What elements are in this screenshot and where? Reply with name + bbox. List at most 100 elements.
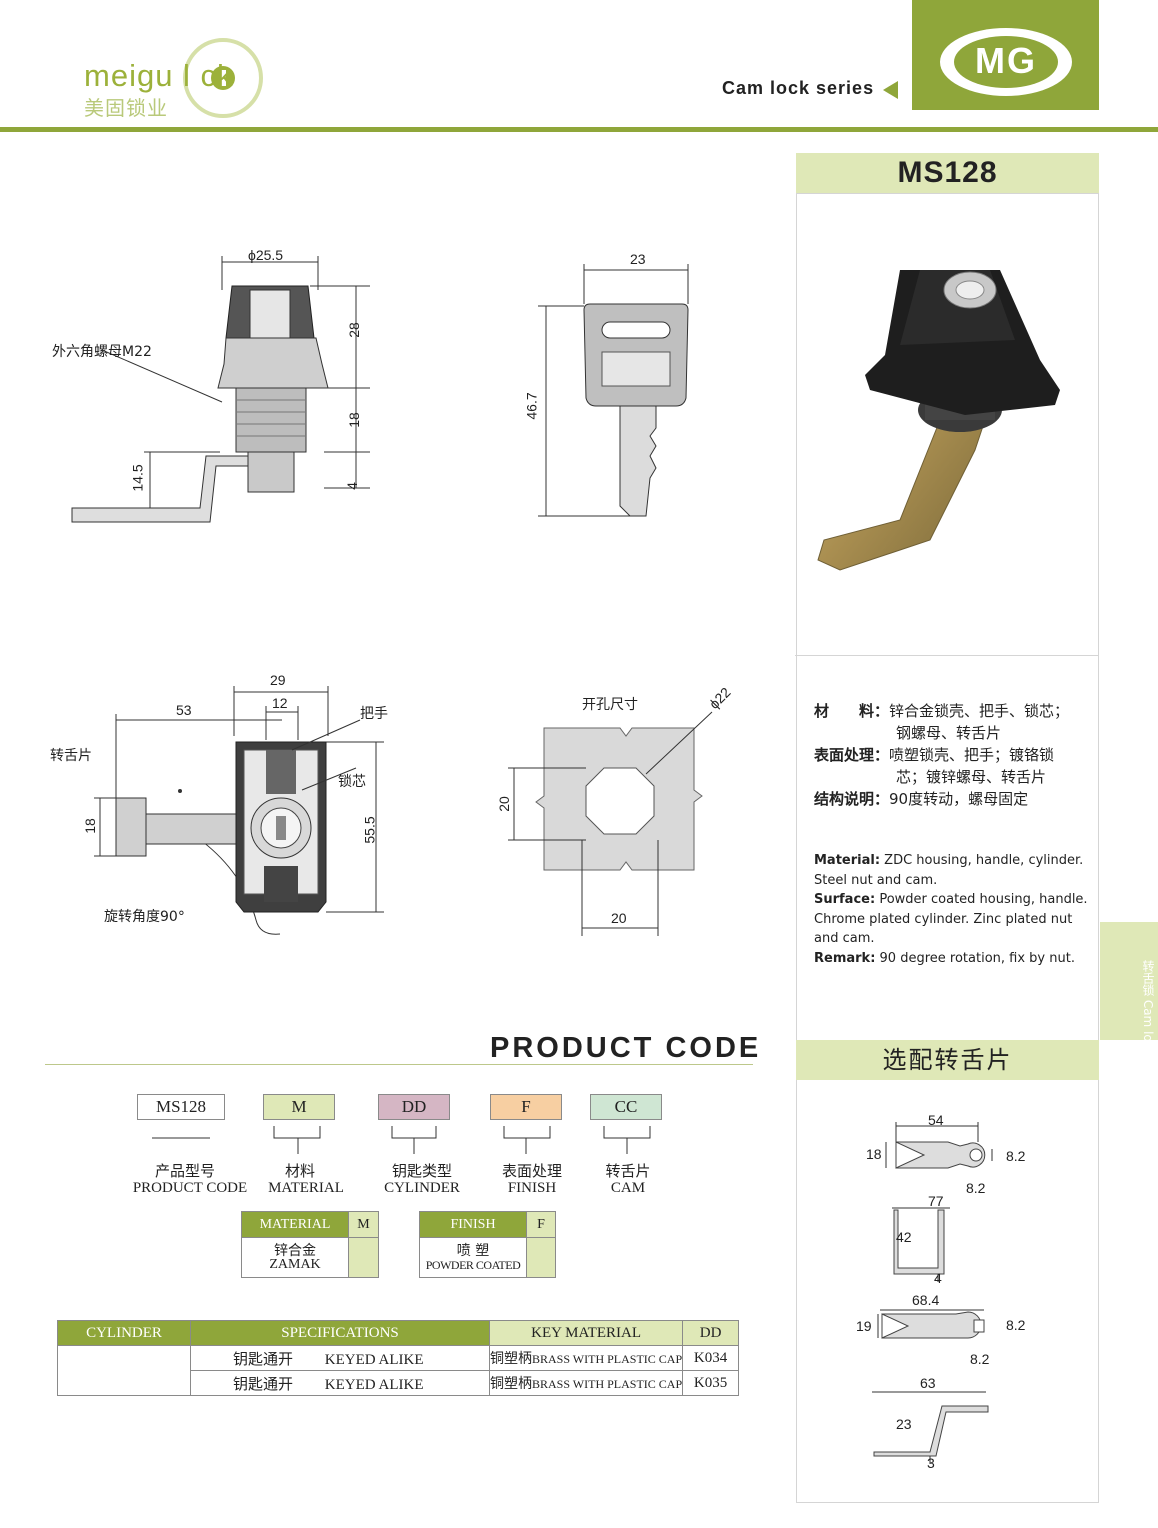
material-table-code: M [348, 1211, 379, 1238]
cam1-height: 18 [866, 1146, 882, 1162]
cam4-height: 23 [896, 1416, 912, 1432]
cam3-hole: 8.2 [1006, 1317, 1026, 1333]
code-cylinder-en: CYLINDER [384, 1180, 460, 1196]
side-tab [1100, 922, 1158, 1040]
spec-en-line-3: Surface: Powder coated housing, handle. [814, 892, 1088, 907]
cam1-hole: 8.2 [1006, 1148, 1026, 1164]
cam1-hole-2: 8.2 [966, 1180, 986, 1196]
dim-diameter: ϕ25.5 [248, 247, 284, 263]
cutout-drawing [508, 711, 713, 936]
spec-en-line-1: Material: ZDC housing, handle, cylinder. [814, 853, 1084, 868]
code-model: MS128 [137, 1094, 225, 1120]
cam4-thickness: 3 [927, 1455, 935, 1471]
side-tab-label: 转舌锁 Cam lock [1141, 960, 1155, 1056]
series-title: Cam lock series [722, 78, 875, 98]
code-cam: CC [590, 1094, 662, 1120]
table-row: 钥匙通开 KEYED ALIKE 铜塑柄BRASS WITH PLASTIC C… [57, 1345, 739, 1396]
spec-cell: 钥匙通开 KEYED ALIKE [190, 1370, 490, 1396]
dd-code-cell: K035 [682, 1370, 739, 1396]
handle-label: 把手 [360, 706, 388, 722]
cam2-height: 42 [896, 1229, 912, 1245]
code-finish-en: FINISH [507, 1180, 557, 1196]
code-cam-cn: 转舌片 [605, 1162, 651, 1180]
key-length: 46.7 [523, 392, 540, 420]
panel-divider [795, 655, 1098, 656]
cam3-hole-2: 8.2 [970, 1351, 990, 1367]
spec-cn-line-2: 钢螺母、转舌片 [896, 724, 1002, 742]
cylinder-cell [57, 1345, 191, 1396]
cam-label: 转舌片 [50, 748, 92, 764]
finish-table-header: FINISH [419, 1211, 527, 1238]
key-material-cell: 铜塑柄BRASS WITH PLASTIC CAP [488, 1345, 684, 1371]
brand-badge-box: MG [912, 0, 1099, 110]
header-rule [0, 127, 1158, 132]
rotation-label: 旋转角度90° [104, 909, 185, 925]
dim-18-front: 18 [81, 818, 98, 834]
code-cylinder: DD [378, 1094, 450, 1120]
key-material-cell: 铜塑柄BRASS WITH PLASTIC CAP [488, 1370, 684, 1396]
dd-col-header: DD [682, 1320, 739, 1346]
cutout-title: 开孔尺寸 [582, 697, 638, 713]
spec-cell: 钥匙通开 KEYED ALIKE [190, 1345, 490, 1371]
cam-option-4 [872, 1391, 989, 1464]
table-row: 钥匙通开 KEYED ALIKE 铜塑柄BRASS WITH PLASTIC C… [58, 1370, 739, 1396]
dim-14-5: 14.5 [129, 464, 146, 492]
finish-table-code: F [526, 1211, 556, 1238]
cylinder-label: 锁芯 [338, 774, 366, 790]
hex-nut-label: 外六角螺母M22 [52, 344, 152, 360]
cutout-20-vertical: 20 [495, 796, 512, 812]
key-drawing [538, 264, 689, 517]
material-table-blank [348, 1237, 379, 1278]
front-view-drawing [94, 686, 384, 935]
cam-option-1 [885, 1122, 993, 1169]
dim-28: 28 [345, 322, 362, 338]
specs-english: Material: ZDC housing, handle, cylinder.… [814, 851, 1096, 968]
specifications-col-header: SPECIFICATIONS [190, 1320, 490, 1346]
spec-cn-line-3: 表面处理：喷塑锁壳、把手；镀铬锁 [814, 746, 1055, 764]
spec-cn-line-5: 结构说明：90度转动，螺母固定 [814, 790, 1029, 808]
cylinder-col-header: CYLINDER [57, 1320, 191, 1346]
triangle-left-icon [883, 81, 898, 99]
spec-en-line-5: and cam. [814, 931, 875, 946]
cam-option-2 [892, 1207, 950, 1282]
code-cylinder-cn: 钥匙类型 [391, 1162, 452, 1180]
cam2-thickness: 4 [934, 1270, 942, 1286]
logo: meigu l ck 美固锁业 [80, 36, 300, 121]
dim-4: 4 [343, 482, 360, 490]
spec-en-line-2: Steel nut and cam. [814, 872, 938, 888]
code-brackets [152, 1126, 651, 1154]
spec-panel [796, 193, 1099, 1503]
code-model-en: PRODUCT CODE [132, 1180, 248, 1196]
finish-table-value: 喷 塑 POWDER COATED [419, 1237, 527, 1278]
dd-code-cell: K034 [682, 1345, 739, 1371]
material-table-header: MATERIAL [241, 1211, 349, 1238]
side-view-drawing [71, 256, 370, 523]
dim-18: 18 [345, 412, 362, 428]
dim-12: 12 [272, 695, 288, 711]
code-model-cn: 产品型号 [154, 1162, 215, 1180]
product-photo [817, 270, 1060, 571]
dim-55-5: 55.5 [361, 816, 378, 844]
optional-cams-title: 选配转舌片 [796, 1040, 1099, 1080]
code-cam-en: CAM [610, 1180, 646, 1196]
key-material-col-header: KEY MATERIAL [488, 1320, 684, 1346]
logo-ring-icon [183, 38, 263, 118]
cam2-length: 77 [928, 1193, 944, 1209]
code-finish-cn: 表面处理 [501, 1162, 562, 1180]
logo-wordmark: meigu l ck [84, 58, 234, 93]
spec-en-line-4: Chrome plated cylinder. Zinc plated nut [814, 911, 1073, 927]
finish-table: FINISH F 喷 塑 POWDER COATED [419, 1211, 556, 1278]
dim-53: 53 [176, 702, 192, 718]
cam1-length: 54 [928, 1112, 944, 1128]
spec-cn-line-4: 芯；镀锌螺母、转舌片 [896, 768, 1047, 786]
code-material-cn: 材料 [284, 1162, 315, 1180]
code-material-en: MATERIAL [268, 1180, 344, 1196]
cylinder-table: CYLINDER SPECIFICATIONS KEY MATERIAL DD … [57, 1320, 739, 1396]
mg-badge-text: MG [975, 40, 1037, 81]
mg-badge-icon [940, 28, 1072, 96]
cam3-length: 68.4 [912, 1292, 940, 1308]
cutout-20-horizontal: 20 [611, 910, 627, 926]
cam3-height: 19 [856, 1318, 872, 1334]
spec-en-line-6: Remark: 90 degree rotation, fix by nut. [814, 950, 1075, 966]
product-code-rule [45, 1064, 753, 1065]
